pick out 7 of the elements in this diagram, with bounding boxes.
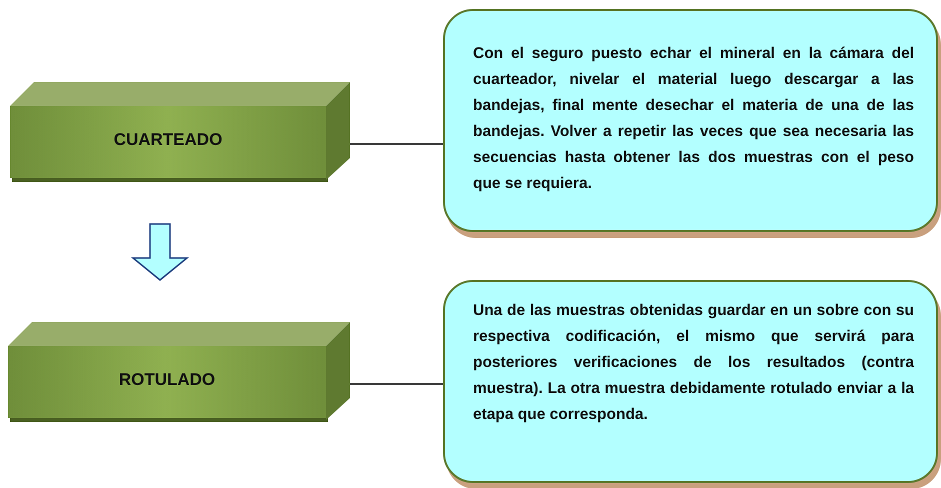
step-label: ROTULADO bbox=[118, 370, 216, 390]
step-label: CUARTEADO bbox=[112, 130, 224, 150]
connector-line bbox=[350, 143, 443, 145]
connector-line bbox=[350, 383, 443, 385]
description-text: Una de las muestras obtenidas guardar en un sobre con su respectiva codificación, el mismo que servirá para posteriores verificaciones de los resultados (contra muestra). La otra muestra debidamente rotulado enviar a la etapa que corresponda. bbox=[473, 301, 914, 425]
description-text: Con el seguro puesto echar el mineral en la cámara del cuarteador, nivelar el material luego descargar a las bandejas, final mente desechar el materia de una de las bandejas. Volver a repetir las veces que sea necesaria las secuencias hasta obtener las dos muestras con el peso que se requiera. bbox=[473, 44, 914, 194]
block-arrow bbox=[130, 223, 190, 281]
